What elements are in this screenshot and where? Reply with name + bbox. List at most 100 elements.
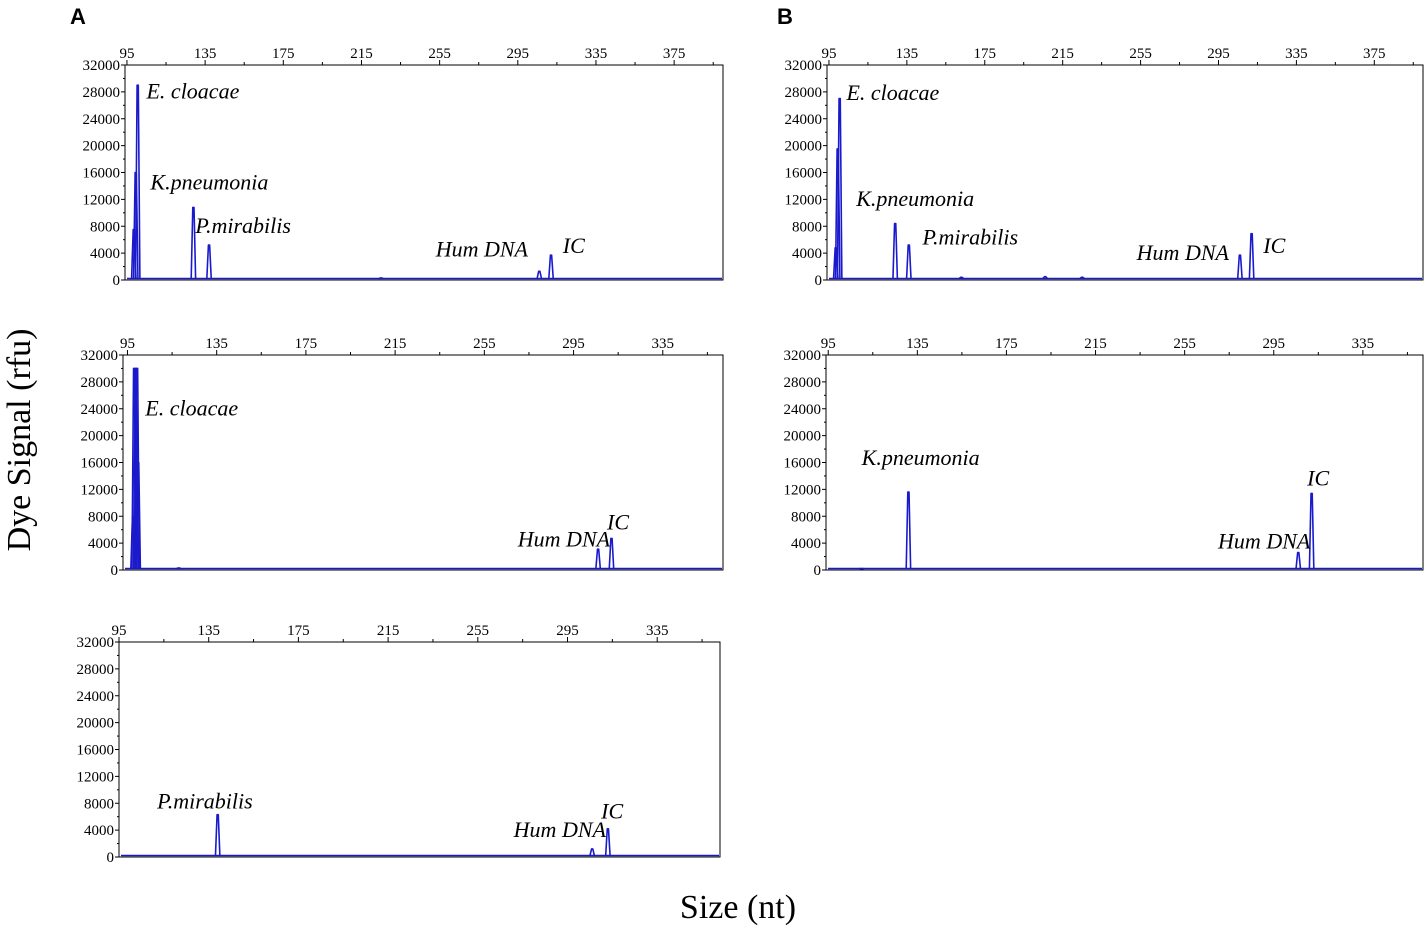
x-tick-label: 95 (112, 623, 127, 639)
y-tick-label: 12000 (785, 192, 823, 208)
peak-mark (1236, 254, 1243, 279)
x-tick-label: 335 (585, 46, 608, 62)
peak-label: P.mirabilis (194, 213, 291, 238)
plot-frame (122, 354, 724, 571)
x-tick-label: 135 (896, 46, 919, 62)
y-tick-label: 28000 (81, 375, 119, 391)
peak-mark (595, 548, 602, 569)
y-tick-label: 8000 (90, 219, 120, 235)
y-tick-label: 0 (814, 563, 822, 579)
x-tick-label: 255 (473, 336, 496, 352)
y-tick-label: 16000 (81, 456, 119, 472)
x-tick-label: 335 (652, 336, 675, 352)
x-tick-label: 295 (556, 623, 579, 639)
peak-label: Hum DNA (435, 236, 529, 261)
x-tick-label: 135 (194, 46, 217, 62)
y-tick-label: 32000 (83, 58, 121, 74)
y-tick-label: 12000 (81, 482, 119, 498)
y-tick-label: 28000 (83, 85, 121, 101)
x-tick-label: 135 (205, 336, 228, 352)
x-tick-label: 215 (1051, 46, 1074, 62)
x-tick-label: 135 (197, 623, 220, 639)
peak-mark (378, 277, 384, 280)
x-tick-label: 295 (507, 46, 530, 62)
panel-label-a: A (70, 4, 86, 29)
y-tick-label: 28000 (77, 662, 115, 678)
plot-frame (118, 641, 721, 858)
peak-label: K.pneumonia (855, 186, 974, 211)
x-tick-label: 175 (995, 336, 1018, 352)
x-tick-label: 255 (467, 623, 490, 639)
y-tick-label: 4000 (84, 823, 114, 839)
x-tick-label: 215 (384, 336, 407, 352)
y-tick-label: 24000 (83, 112, 121, 128)
y-tick-label: 20000 (81, 429, 119, 445)
panel-label-b: B (777, 4, 793, 29)
x-tick-label: 95 (119, 46, 134, 62)
peak-label: P.mirabilis (156, 789, 253, 814)
peak-label: IC (606, 510, 629, 535)
y-tick-label: 20000 (785, 139, 823, 155)
peak-label: K.pneumonia (861, 445, 980, 470)
chart-4: 0400080001200016000200002400028000320009… (785, 46, 1424, 289)
peak-mark (589, 848, 596, 856)
peak-mark (905, 491, 912, 569)
y-tick-label: 32000 (77, 635, 115, 651)
peak-mark (1079, 276, 1085, 280)
y-tick-label: 16000 (77, 743, 115, 759)
y-tick-label: 24000 (81, 402, 119, 418)
x-tick-label: 255 (1129, 46, 1152, 62)
peak-mark (604, 827, 611, 856)
y-tick-label: 0 (113, 273, 121, 289)
x-tick-label: 255 (428, 46, 451, 62)
y-tick-label: 12000 (784, 482, 822, 498)
x-tick-label: 375 (1363, 46, 1386, 62)
x-axis-title: Size (nt) (680, 889, 796, 926)
peak-mark (834, 148, 841, 279)
peak-mark (836, 97, 843, 279)
y-axis-title: Dye Signal (rfu) (1, 329, 38, 552)
peak-mark (135, 461, 142, 569)
peak-mark (190, 206, 197, 279)
y-tick-label: 24000 (784, 402, 822, 418)
x-tick-label: 295 (562, 336, 585, 352)
y-tick-label: 28000 (785, 85, 823, 101)
peak-mark (536, 270, 543, 279)
y-tick-label: 16000 (784, 456, 822, 472)
y-tick-label: 8000 (791, 509, 821, 525)
y-tick-label: 8000 (84, 796, 114, 812)
peak-label: IC (600, 799, 623, 824)
x-tick-label: 295 (1207, 46, 1230, 62)
peak-label: E. cloacae (144, 395, 238, 420)
peak-mark (608, 537, 615, 569)
x-tick-label: 215 (377, 623, 400, 639)
y-tick-label: 32000 (81, 348, 119, 364)
peak-mark (1308, 492, 1315, 569)
x-tick-label: 295 (1263, 336, 1286, 352)
peak-label: Hum DNA (1136, 240, 1230, 265)
y-tick-label: 16000 (785, 166, 823, 182)
x-tick-label: 335 (1352, 336, 1375, 352)
peak-label: Hum DNA (513, 817, 607, 842)
peak-mark (1042, 275, 1048, 280)
x-tick-label: 175 (295, 336, 318, 352)
y-tick-label: 20000 (83, 139, 121, 155)
x-tick-label: 335 (1285, 46, 1308, 62)
peak-label: IC (562, 233, 585, 258)
y-tick-label: 4000 (791, 536, 821, 552)
peak-mark (548, 254, 555, 279)
y-tick-label: 8000 (792, 219, 822, 235)
peak-mark (958, 276, 965, 280)
y-tick-label: 4000 (88, 536, 118, 552)
peak-mark (1295, 551, 1302, 569)
y-tick-label: 0 (107, 850, 115, 866)
x-tick-label: 215 (1084, 336, 1107, 352)
y-tick-label: 20000 (77, 716, 115, 732)
peak-mark (134, 84, 141, 279)
y-tick-label: 12000 (83, 192, 121, 208)
peak-label: K.pneumonia (149, 169, 268, 194)
peak-mark (1248, 232, 1255, 279)
y-tick-label: 32000 (785, 58, 823, 74)
x-tick-label: 335 (646, 623, 669, 639)
